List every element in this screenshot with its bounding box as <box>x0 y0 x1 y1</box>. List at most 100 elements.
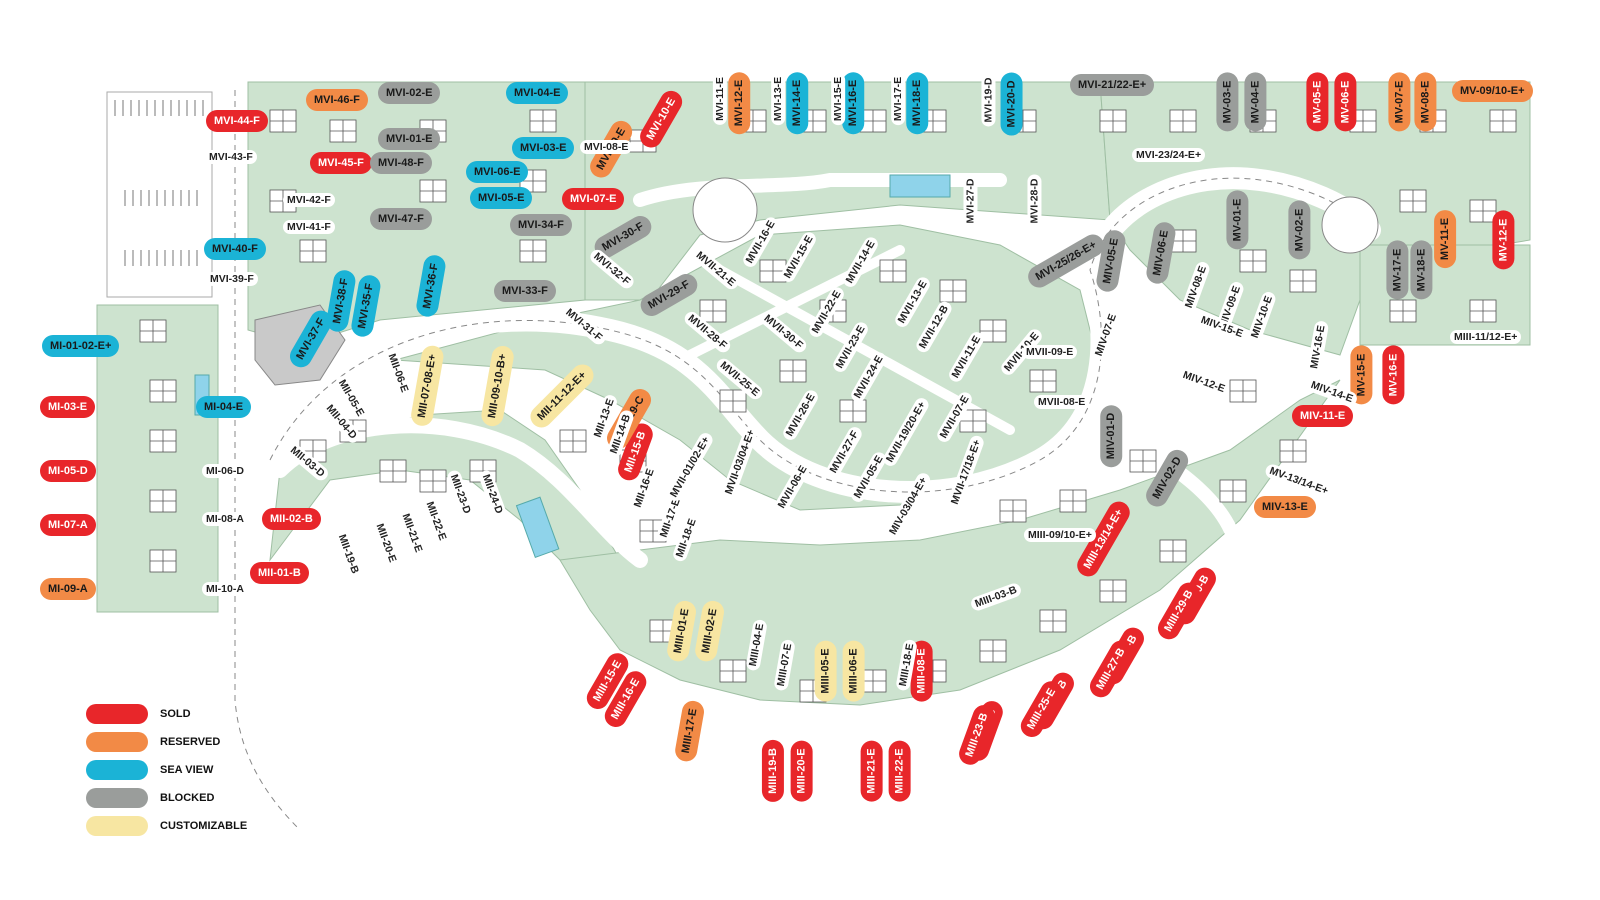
legend: SOLD RESERVED SEA VIEW BLOCKED CUSTOMIZABLE <box>86 700 247 840</box>
villa-footprint-detail <box>1220 480 1246 502</box>
villa-footprint-detail <box>880 260 906 282</box>
west-block <box>96 304 219 613</box>
unit-label-mvii-09-e: MVII-09-E <box>1022 345 1078 359</box>
unit-badge-mv-16-e[interactable]: MV-16-E <box>1381 345 1404 404</box>
unit-badge-miii-19-b[interactable]: MIII-19-B <box>761 740 784 802</box>
legend-label-customizable: CUSTOMIZABLE <box>160 820 248 832</box>
legend-item-reserved: RESERVED <box>86 728 247 756</box>
legend-swatch-sold <box>86 704 148 724</box>
unit-badge-mi-01-02-e-[interactable]: MI-01-02-E+ <box>42 335 120 357</box>
unit-badge-mv-06-e[interactable]: MV-06-E <box>1333 72 1356 131</box>
unit-badge-mv-09-10-e-[interactable]: MV-09/10-E+ <box>1452 80 1533 102</box>
lower-arc-road <box>272 417 648 568</box>
villa-footprint-detail <box>1290 270 1316 292</box>
unit-badge-mv-18-e[interactable]: MV-18-E <box>1409 240 1432 299</box>
unit-badge-mi-07-a[interactable]: MI-07-A <box>40 514 96 536</box>
villa-footprint-detail <box>1240 250 1266 272</box>
unit-badge-mvi-03-e[interactable]: MVI-03-E <box>512 137 575 159</box>
unit-badge-mvi-33-f[interactable]: MVI-33-F <box>494 280 556 302</box>
unit-badge-miv-13-e[interactable]: MIV-13-E <box>1254 496 1316 518</box>
villa-footprint-detail <box>1170 230 1196 252</box>
villa-footprint-detail <box>380 460 406 482</box>
villa-footprint-detail <box>560 430 586 452</box>
unit-badge-miv-11-e[interactable]: MIV-11-E <box>1292 405 1354 427</box>
unit-badge-mv-12-e[interactable]: MV-12-E <box>1491 210 1514 269</box>
villa-footprint-detail <box>520 240 546 262</box>
legend-swatch-blocked <box>86 788 148 808</box>
unit-badge-mvi-21-22-e-[interactable]: MVI-21/22-E+ <box>1070 74 1155 96</box>
unit-badge-mv-01-e[interactable]: MV-01-E <box>1225 190 1248 249</box>
villa-footprint-detail <box>700 300 726 322</box>
unit-badge-mvi-34-f[interactable]: MVI-34-F <box>510 214 572 236</box>
unit-badge-mv-05-e[interactable]: MV-05-E <box>1305 72 1328 131</box>
unit-badge-mvi-12-e[interactable]: MVI-12-E <box>728 71 751 135</box>
unit-label-mvi-42-f: MVI-42-F <box>283 193 335 207</box>
unit-badge-mii-01-b[interactable]: MII-01-B <box>250 562 309 584</box>
villa-footprint-detail <box>980 640 1006 662</box>
villa-footprint-detail <box>270 110 296 132</box>
unit-badge-mvi-45-f[interactable]: MVI-45-F <box>310 152 372 174</box>
unit-badge-mvi-47-f[interactable]: MVI-47-F <box>370 208 432 230</box>
unit-badge-mvi-02-e[interactable]: MVI-02-E <box>378 82 441 104</box>
villa-footprint-detail <box>1030 370 1056 392</box>
southeast-road <box>1093 413 1247 567</box>
unit-badge-mvi-04-e[interactable]: MVI-04-E <box>506 82 569 104</box>
unit-label-mvi-27-d: MVI-27-D <box>962 174 977 227</box>
unit-badge-mvi-05-e[interactable]: MVI-05-E <box>470 187 533 209</box>
villa-footprint-detail <box>1470 300 1496 322</box>
unit-badge-miii-21-e[interactable]: MIII-21-E <box>860 739 883 802</box>
legend-label-blocked: BLOCKED <box>160 792 215 804</box>
unit-badge-mii-02-b[interactable]: MII-02-B <box>262 508 321 530</box>
unit-badge-mv-08-e[interactable]: MV-08-E <box>1413 72 1436 131</box>
unit-label-mvi-08-e: MVI-08-E <box>580 140 633 154</box>
unit-badge-mvi-44-f[interactable]: MVI-44-F <box>206 110 268 132</box>
unit-badge-mi-05-d[interactable]: MI-05-D <box>40 460 96 482</box>
unit-badge-mv-04-e[interactable]: MV-04-E <box>1243 72 1266 131</box>
unit-badge-mi-04-e[interactable]: MI-04-E <box>196 396 252 418</box>
unit-badge-miii-05-e[interactable]: MIII-05-E <box>814 639 837 702</box>
unit-label-mvi-41-f: MVI-41-F <box>283 220 335 234</box>
unit-badge-mv-11-e[interactable]: MV-11-E <box>1434 209 1457 269</box>
unit-badge-mi-03-e[interactable]: MI-03-E <box>40 396 96 418</box>
unit-badge-mv-03-e[interactable]: MV-03-E <box>1215 72 1238 131</box>
legend-item-sold: SOLD <box>86 700 247 728</box>
unit-badge-mvi-40-f[interactable]: MVI-40-F <box>204 238 266 260</box>
unit-badge-mv-07-e[interactable]: MV-07-E <box>1387 72 1410 131</box>
unit-badge-mv-02-e[interactable]: MV-02-E <box>1287 200 1310 259</box>
north-roundabout <box>692 177 758 243</box>
unit-badge-mvi-46-f[interactable]: MVI-46-F <box>306 89 368 111</box>
villa-footprint-detail <box>1040 610 1066 632</box>
unit-badge-mvi-06-e[interactable]: MVI-06-E <box>466 161 529 183</box>
unit-badge-mvi-48-f[interactable]: MVI-48-F <box>370 152 432 174</box>
unit-badge-mvi-16-e[interactable]: MVI-16-E <box>842 71 865 135</box>
legend-label-reserved: RESERVED <box>160 736 221 748</box>
villa-footprint-detail <box>1230 380 1256 402</box>
villa-footprint-detail <box>150 380 176 402</box>
villa-footprint-detail <box>1390 300 1416 322</box>
unit-badge-miii-06-e[interactable]: MIII-06-E <box>842 639 865 702</box>
unit-badge-mvi-20-d[interactable]: MVI-20-D <box>1000 71 1023 136</box>
unit-label-miii-09-10-e-: MIII-09/10-E+ <box>1024 528 1096 542</box>
unit-badge-miii-20-e[interactable]: MIII-20-E <box>790 739 813 802</box>
unit-badge-mvi-18-e[interactable]: MVI-18-E <box>906 71 929 135</box>
legend-item-blocked: BLOCKED <box>86 784 247 812</box>
legend-item-seaview: SEA VIEW <box>86 756 247 784</box>
unit-badge-mv-17-e[interactable]: MV-17-E <box>1385 240 1408 299</box>
unit-badge-miv-01-d[interactable]: MIV-01-D <box>1100 404 1123 468</box>
unit-badge-mi-09-a[interactable]: MI-09-A <box>40 578 96 600</box>
unit-badge-miii-22-e[interactable]: MIII-22-E <box>888 739 911 802</box>
unit-badge-mvi-14-e[interactable]: MVI-14-E <box>786 71 809 135</box>
villa-footprint-detail <box>980 320 1006 342</box>
villa-footprint-detail <box>840 400 866 422</box>
legend-swatch-customizable <box>86 816 148 836</box>
villa-footprint-detail <box>1160 540 1186 562</box>
unit-label-mvi-19-d: MVI-19-D <box>980 73 995 126</box>
unit-badge-mvi-01-e[interactable]: MVI-01-E <box>378 128 441 150</box>
villa-footprint-detail <box>1400 190 1426 212</box>
villa-footprint-detail <box>1000 500 1026 522</box>
villa-footprint-detail <box>150 430 176 452</box>
unit-badge-mvi-07-e[interactable]: MVI-07-E <box>562 188 625 210</box>
east-roundabout <box>1321 196 1379 254</box>
villa-footprint-detail <box>420 470 446 492</box>
road-center-dashes <box>234 90 1371 831</box>
